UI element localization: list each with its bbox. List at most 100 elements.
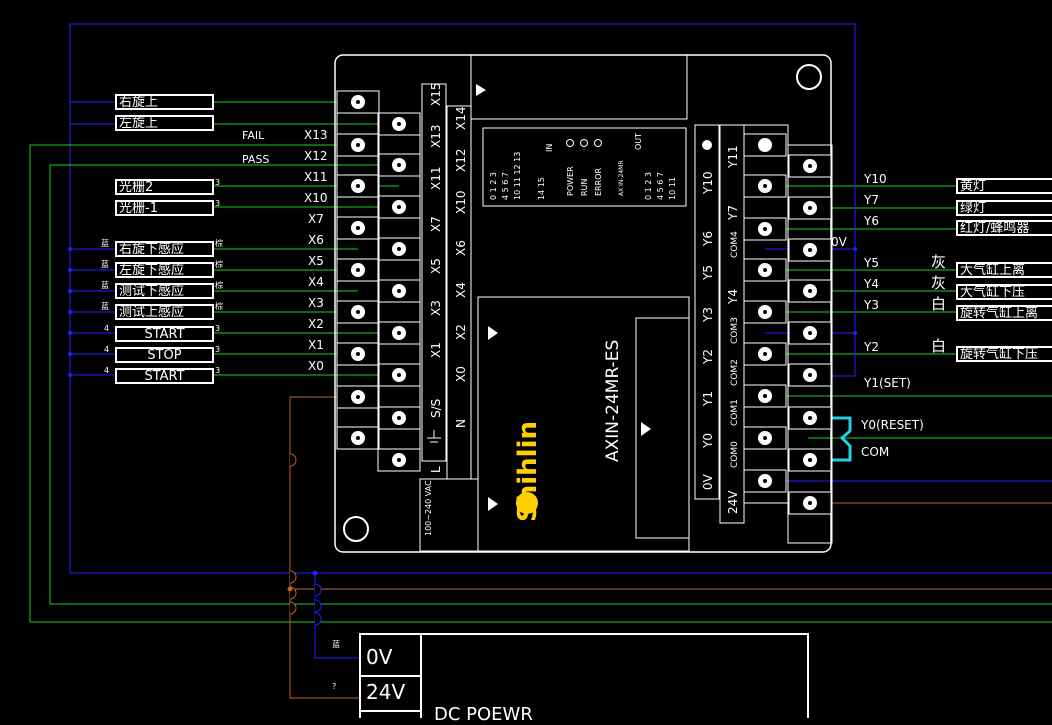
junction-dot [68, 373, 72, 377]
terminal-hole [397, 331, 401, 335]
right-tag: 红灯/蜂鸣器 [956, 220, 1052, 236]
wire-color: 白 [931, 337, 947, 355]
left-tag: 左旋下感应 [115, 262, 214, 278]
strip-label: X4 [454, 282, 468, 298]
terminal-row [336, 90, 380, 450]
arrow-icon [488, 497, 498, 511]
led-panel [482, 127, 687, 207]
terminal-hole [808, 289, 812, 293]
left-tag: 测试下感应 [115, 283, 214, 299]
junction-dot [287, 586, 293, 592]
strip-label: COM1 [730, 399, 740, 426]
strip-label: Y4 [726, 289, 740, 305]
front-window [635, 317, 690, 539]
wire-mark: ? [332, 682, 337, 691]
left-tag: START [115, 326, 214, 342]
power-rating: 100~240 VAC [424, 480, 433, 536]
input-label: X2 [308, 317, 324, 331]
mount-hole [796, 64, 822, 90]
strip-label: X0 [454, 366, 468, 382]
arrow-icon [476, 84, 486, 96]
psu-box [359, 633, 809, 718]
wire-hop [289, 601, 297, 615]
led-model: AX IN-24MR [618, 160, 625, 196]
strip-label: X10 [454, 191, 468, 215]
strip-label: Y0 [701, 433, 715, 449]
led-out-row: 4 5 6 7 [656, 172, 665, 200]
strip-label: X14 [454, 107, 468, 131]
terminal-hole [763, 436, 767, 440]
terminal-hole [397, 247, 401, 251]
plc-model: AXIN-24MR-ES [603, 339, 623, 462]
wire-mark: 棕 [215, 239, 223, 248]
output-strip [694, 124, 720, 500]
arrow-icon [641, 422, 651, 436]
terminal-hole [356, 268, 360, 272]
pass-label: PASS [242, 153, 270, 166]
led-indicator [594, 139, 602, 147]
led-out-label: OUT [634, 132, 643, 150]
psu-title: DC POEWR [434, 704, 533, 725]
terminal-hole [763, 268, 767, 272]
junction-dot [68, 310, 72, 314]
junction-dot [853, 247, 857, 251]
terminal-dot [702, 140, 712, 150]
brand-logo: Shihlin [513, 421, 543, 522]
terminal-hole [808, 458, 812, 462]
terminal-hole [356, 436, 360, 440]
right-tag: 旋转气缸下压 [956, 346, 1052, 362]
strip-label: COM3 [730, 317, 740, 344]
output-label: Y3 [864, 298, 879, 312]
led-out-row: 10 11 [668, 177, 677, 200]
arrow-icon [488, 326, 498, 340]
left-tag: 左旋上 [115, 115, 214, 131]
terminal-hole [763, 227, 767, 231]
strip-label: X6 [454, 240, 468, 256]
psu-24v: 24V [366, 680, 406, 704]
terminal-hole [397, 163, 401, 167]
led-status: RUN [580, 178, 589, 196]
strip-label: X15 [429, 83, 443, 107]
strip-label: S/S [429, 399, 443, 418]
input-label: X0 [308, 359, 324, 373]
terminal-hole [397, 205, 401, 209]
reset-link [808, 416, 852, 462]
strip-label: L [429, 466, 443, 473]
input-label: X6 [308, 233, 324, 247]
strip-label: N [454, 419, 468, 428]
output-label: Y4 [864, 277, 879, 291]
strip-label: 24V [726, 490, 740, 514]
wire-mark: 3 [215, 324, 221, 333]
left-tag: 光栅2 [115, 179, 214, 195]
terminal-hole [763, 479, 767, 483]
strip-label: Y3 [701, 307, 715, 323]
output-label: Y5 [864, 256, 879, 270]
wire-mark: 4 [104, 345, 110, 354]
left-tag: 测试上感应 [115, 304, 214, 320]
left-tag: 右旋下感应 [115, 241, 214, 257]
input-label: X1 [308, 338, 324, 352]
led-out-row: 0 1 2 3 [644, 172, 653, 200]
led-status: ERROR [594, 167, 603, 196]
strip-label: X1 [429, 342, 443, 358]
strip-label: Y10 [701, 171, 715, 195]
output-label: Y0(RESET) [861, 418, 924, 432]
right-tag: 大气缸下压 [956, 284, 1052, 300]
terminal-hole [397, 289, 401, 293]
terminal-dot [761, 141, 769, 149]
wire-mark: 4 [104, 324, 110, 333]
wire-mark: 4 [104, 366, 110, 375]
terminal-hole [356, 395, 360, 399]
front-cover [477, 296, 690, 552]
wire-hop [314, 599, 322, 613]
led-in-row: 14 15 [537, 177, 546, 200]
pass-wire [49, 164, 1052, 605]
terminal-hole [763, 184, 767, 188]
output-label: Y1(SET) [864, 376, 911, 390]
led-in-row: 10 11 12 13 [513, 151, 522, 200]
output-label: 0V [831, 235, 847, 249]
frame-wire [69, 23, 1052, 574]
terminal-row [377, 112, 421, 472]
junction-dot [68, 289, 72, 293]
output-label: Y6 [864, 214, 879, 228]
